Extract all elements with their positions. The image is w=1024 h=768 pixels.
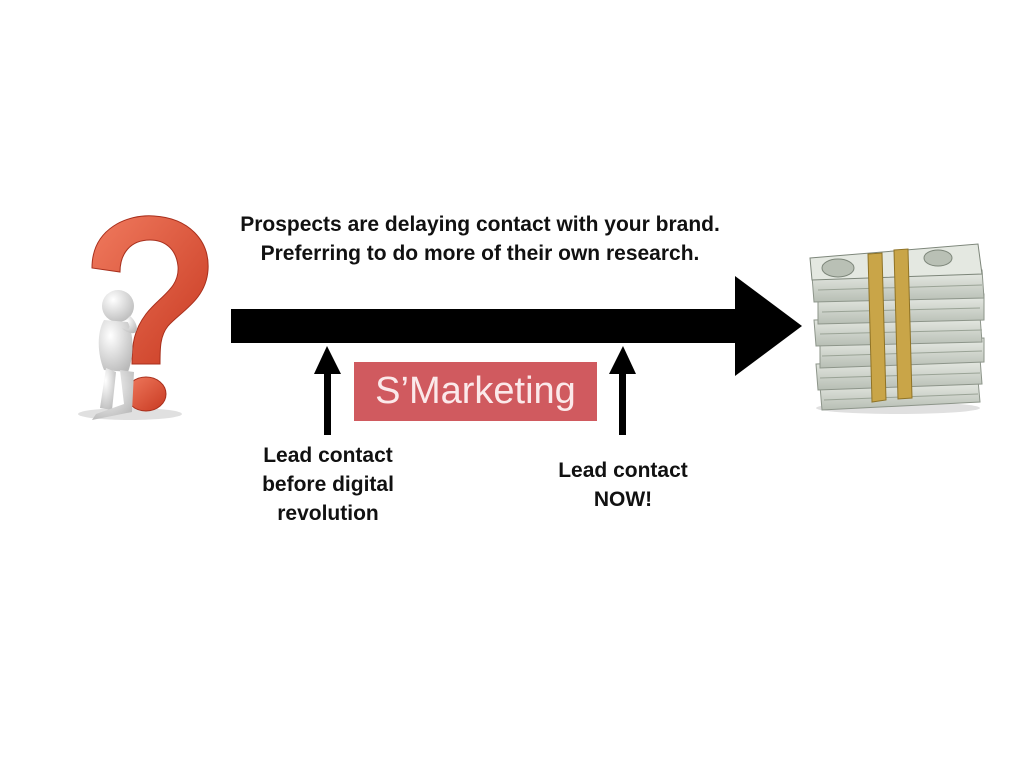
label-now-line-2: NOW! xyxy=(593,488,653,511)
label-now-line-1: Lead contact xyxy=(558,459,688,482)
money-stack-icon xyxy=(809,243,985,414)
headline: Prospects are delaying contact with your… xyxy=(190,210,770,268)
headline-line-1: Prospects are delaying contact with your… xyxy=(240,213,720,236)
label-lead-contact-before: Lead contact before digital revolution xyxy=(228,441,428,528)
label-before-line-3: revolution xyxy=(277,502,379,525)
label-before-line-2: before digital xyxy=(262,473,394,496)
thinking-figure-question-mark-icon xyxy=(78,215,209,420)
up-arrow-now xyxy=(609,346,636,435)
headline-line-2: Preferring to do more of their own resea… xyxy=(260,242,700,265)
timeline-arrow xyxy=(231,276,802,376)
smarketing-badge: S’Marketing xyxy=(354,362,597,421)
label-lead-contact-now: Lead contact NOW! xyxy=(523,456,723,514)
up-arrow-before xyxy=(314,346,341,435)
label-before-line-1: Lead contact xyxy=(263,444,393,467)
